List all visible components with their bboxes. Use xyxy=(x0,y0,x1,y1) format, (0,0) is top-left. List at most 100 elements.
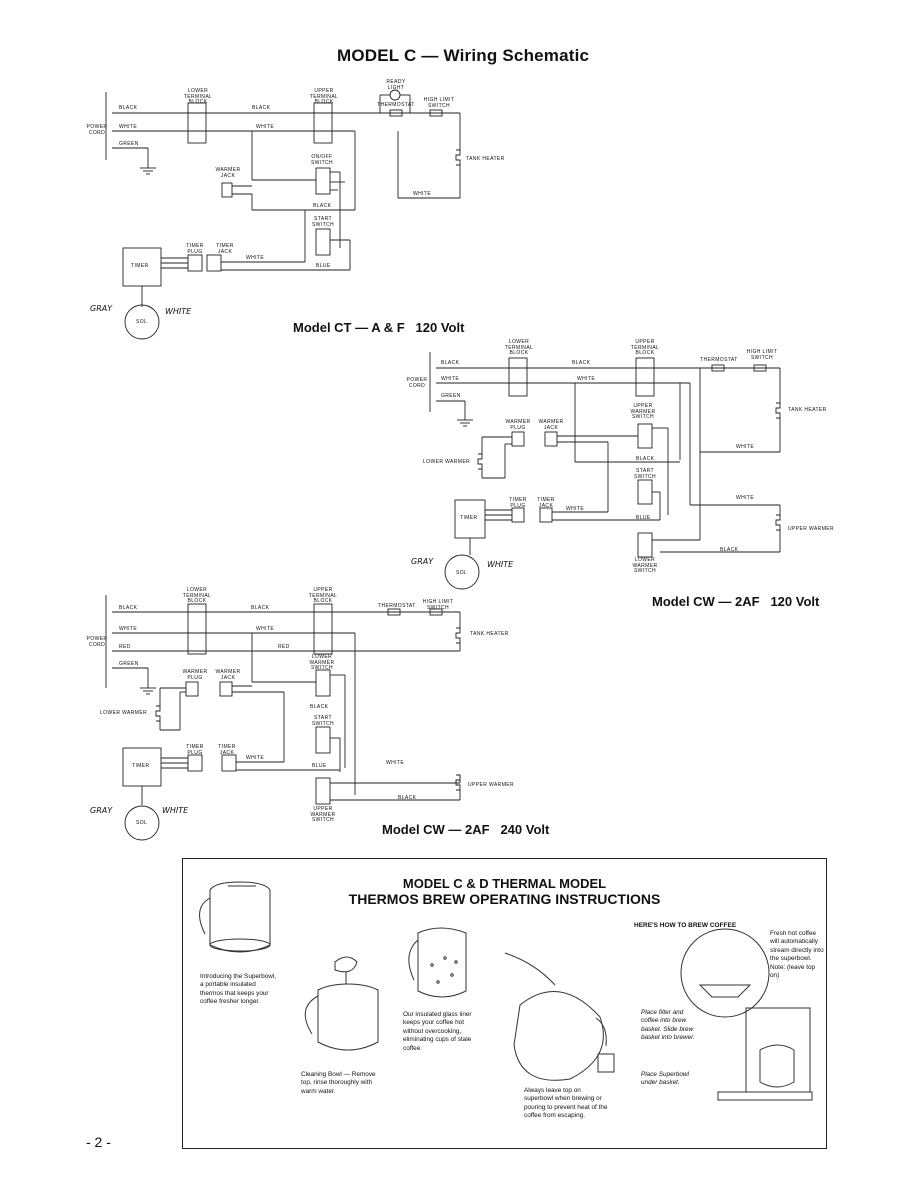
d1-lower-block-label: LOWER TERMINAL BLOCK xyxy=(183,88,213,105)
model-cw-120-title: Model CW — 2AF 120 Volt xyxy=(652,594,820,609)
pouring-illustration xyxy=(504,952,615,1081)
d2-white-label-2: WHITE xyxy=(577,376,596,382)
d3-black-label-4: BLACK xyxy=(398,795,417,801)
d2-white-hand-label: WHITE xyxy=(487,560,514,569)
caption-cleaning: Cleaning Bowl — Remove top, rinse thorou… xyxy=(301,1071,376,1095)
d1-timer-label: TIMER xyxy=(131,263,149,269)
d3-upper-block-label: UPPER TERMINAL BLOCK xyxy=(308,587,338,604)
d3-white-hand-label: WHITE xyxy=(162,806,189,815)
d3-white-label-2: WHITE xyxy=(256,626,275,632)
d3-white-label-4: WHITE xyxy=(386,760,405,766)
d1-onoff-label: ON/OFF SWITCH xyxy=(310,154,334,166)
d2-power-cord-label: POWER CORD xyxy=(406,377,428,389)
d1-black-label-3: BLACK xyxy=(313,203,332,209)
d1-timer-jack-label: TIMER JACK xyxy=(216,243,234,255)
d3-high-limit-label: HIGH LIMIT SWITCH xyxy=(422,599,454,611)
d3-lower-warmer-switch-label: LOWER WARMER SWITCH xyxy=(309,654,335,671)
d1-ready-light-label: READY LIGHT xyxy=(386,79,406,91)
caption-filter: Place filter and coffee into brew basket… xyxy=(641,1009,695,1042)
d2-upper-warmer-switch-label: UPPER WARMER SWITCH xyxy=(630,403,656,420)
d2-start-label: START SWITCH xyxy=(633,468,657,480)
d1-white-hand-label: WHITE xyxy=(165,307,192,316)
d2-white-label-3: WHITE xyxy=(736,444,755,450)
model-ct-title: Model CT — A & F 120 Volt xyxy=(293,320,465,335)
d3-timer-jack-label: TIMER JACK xyxy=(218,744,236,756)
d2-black-label-4: BLACK xyxy=(720,547,739,553)
d1-sol-label: SOL xyxy=(136,319,148,325)
d3-upper-warmer-switch-label: UPPER WARMER SWITCH xyxy=(310,806,336,823)
d2-high-limit-label: HIGH LIMIT SWITCH xyxy=(746,349,778,361)
diagram-model-c xyxy=(105,89,461,340)
d3-white-label: WHITE xyxy=(119,626,138,632)
model-cw-240-title: Model CW — 2AF 240 Volt xyxy=(382,822,550,837)
d1-blue-label: BLUE xyxy=(316,263,331,269)
d1-thermostat-label: THERMOSTAT xyxy=(377,102,415,108)
d2-black-label-2: BLACK xyxy=(572,360,591,366)
caption-intro: Introducing the Superbowl, a portable in… xyxy=(200,973,277,1006)
d2-timer-label: TIMER xyxy=(460,515,478,521)
d3-upper-warmer-label: UPPER WARMER xyxy=(468,782,515,788)
d2-thermostat-label: THERMOSTAT xyxy=(700,357,738,363)
d3-thermostat-label: THERMOSTAT xyxy=(378,603,416,609)
d1-black-label-2: BLACK xyxy=(252,105,271,111)
d2-white-label-4: WHITE xyxy=(736,495,755,501)
cleaning-bowl-illustration xyxy=(304,956,379,1051)
d1-warmer-jack-label: WARMER JACK xyxy=(215,167,241,179)
d2-lower-warmer-label: LOWER WARMER xyxy=(423,459,471,465)
d2-upper-block-label: UPPER TERMINAL BLOCK xyxy=(630,339,660,356)
d1-power-cord-label: POWER CORD xyxy=(86,124,108,136)
d1-white-label-2: WHITE xyxy=(256,124,275,130)
instructions-title-2: THERMOS BREW OPERATING INSTRUCTIONS xyxy=(348,891,661,907)
d2-white-label: WHITE xyxy=(441,376,460,382)
d1-black-label: BLACK xyxy=(119,105,138,111)
d2-timer-jack-label: TIMER JACK xyxy=(537,497,555,509)
d1-green-label: GREEN xyxy=(119,141,139,147)
d2-tank-heater-label: TANK HEATER xyxy=(788,407,827,413)
d1-upper-block-label: UPPER TERMINAL BLOCK xyxy=(309,88,339,105)
d3-black-label-2: BLACK xyxy=(251,605,270,611)
diagram-model-cw-120 xyxy=(105,595,461,841)
instructions-box: MODEL C & D THERMAL MODEL THERMOS BREW O… xyxy=(182,858,827,1149)
d1-tank-heater-label: TANK HEATER xyxy=(466,156,505,162)
d3-warmer-plug-label: WARMER PLUG xyxy=(182,669,208,681)
caption-leave-top: Always leave top on superbowl when brewi… xyxy=(524,1087,608,1120)
d1-white-label: WHITE xyxy=(119,124,138,130)
d3-tank-heater-label: TANK HEATER xyxy=(470,631,509,637)
d2-warmer-plug-label: WARMER PLUG xyxy=(505,419,531,431)
d2-warmer-jack-label: WARMER JACK xyxy=(538,419,564,431)
brewer-illustration xyxy=(680,928,813,1101)
d2-gray-label: GRAY xyxy=(411,557,434,566)
howto-heading: HERE'S HOW TO BREW COFFEE xyxy=(634,922,737,929)
d3-sol-label: SOL xyxy=(136,820,148,826)
page-title: MODEL C — Wiring Schematic xyxy=(337,46,590,65)
d1-high-limit-label: HIGH LIMIT SWITCH xyxy=(423,97,455,109)
d2-white-label-5: WHITE xyxy=(566,506,585,512)
d3-timer-plug-label: TIMER PLUG xyxy=(186,744,204,756)
d3-lower-warmer-label: LOWER WARMER xyxy=(100,710,148,716)
d2-black-label-3: BLACK xyxy=(636,456,655,462)
d3-black-label: BLACK xyxy=(119,605,138,611)
d2-lower-block-label: LOWER TERMINAL BLOCK xyxy=(504,339,534,356)
d2-lower-warmer-switch-label: LOWER WARMER SWITCH xyxy=(632,557,658,574)
caption-fresh: Fresh hot coffee will automatically stre… xyxy=(770,930,824,980)
d3-green-label: GREEN xyxy=(119,661,139,667)
d3-red-label-2: RED xyxy=(278,644,290,650)
d1-gray-label: GRAY xyxy=(90,304,113,313)
d3-power-cord-label: POWER CORD xyxy=(86,636,108,648)
instructions-title-1: MODEL C & D THERMAL MODEL xyxy=(402,876,607,891)
d3-gray-label: GRAY xyxy=(90,806,113,815)
glass-liner-illustration xyxy=(408,927,467,998)
d3-warmer-jack-label: WARMER JACK xyxy=(215,669,241,681)
d3-timer-label: TIMER xyxy=(132,763,150,769)
d1-white-label-3: WHITE xyxy=(413,191,432,197)
d3-white-label-3: WHITE xyxy=(246,755,265,761)
d3-red-label: RED xyxy=(119,644,131,650)
d1-start-label: START SWITCH xyxy=(311,216,335,228)
d2-timer-plug-label: TIMER PLUG xyxy=(509,497,527,509)
page-number: - 2 - xyxy=(86,1134,111,1150)
d1-timer-plug-label: TIMER PLUG xyxy=(186,243,204,255)
superbowl-illustration xyxy=(199,881,271,953)
d2-green-label: GREEN xyxy=(441,393,461,399)
d3-black-label-3: BLACK xyxy=(310,704,329,710)
